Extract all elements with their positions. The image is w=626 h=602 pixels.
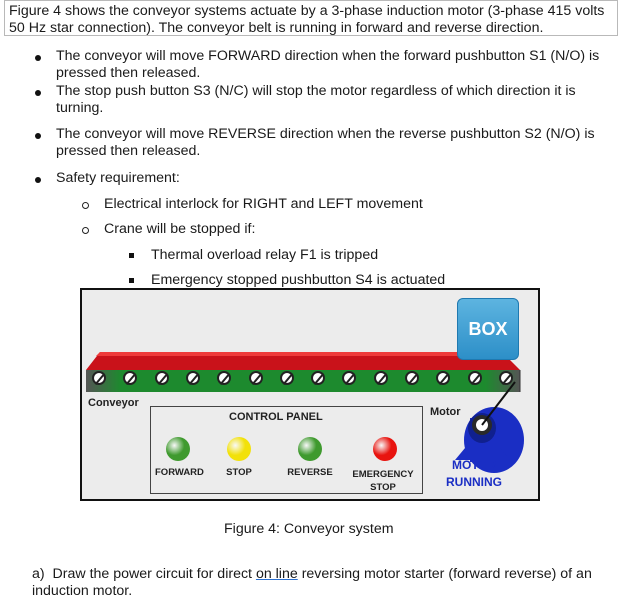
motor-status-line2: RUNNING bbox=[446, 475, 502, 489]
lamp-stop bbox=[227, 437, 251, 461]
lamp-emergency bbox=[373, 437, 397, 461]
roller bbox=[498, 371, 513, 386]
lamp-emergency-label-2: STOP bbox=[370, 482, 396, 493]
motor-icon bbox=[455, 381, 524, 473]
figure-caption: Figure 4: Conveyor system bbox=[224, 521, 394, 537]
motor-label: Motor bbox=[430, 406, 461, 418]
lamp-emergency-label-1: EMERGENCY bbox=[352, 469, 414, 480]
bullet-forward: The conveyor will move FORWARD direction… bbox=[56, 48, 600, 81]
roller bbox=[217, 371, 232, 386]
question-text-end: reversing motor starter (forward reverse… bbox=[32, 566, 592, 599]
question-text-start: Draw the power circuit for direct bbox=[52, 566, 256, 582]
control-panel-title: CONTROL PANEL bbox=[229, 411, 323, 423]
conveyor-label: Conveyor bbox=[88, 397, 139, 409]
bullet-square bbox=[129, 278, 134, 283]
roller bbox=[436, 371, 451, 386]
sub-sub-bullet-overload: Thermal overload relay F1 is tripped bbox=[151, 247, 379, 263]
intro-paragraph: Figure 4 shows the conveyor systems actu… bbox=[4, 0, 618, 36]
sub-bullet-crane-stop: Crane will be stopped if: bbox=[104, 221, 256, 237]
conveyor-figure: BOX Conveyor Motor MOTOR RUNNING CONTROL… bbox=[80, 288, 540, 501]
roller bbox=[123, 371, 138, 386]
belt-top-face bbox=[86, 352, 520, 370]
bullet-safety: Safety requirement: bbox=[56, 170, 180, 186]
roller bbox=[248, 371, 263, 386]
sub-sub-bullet-emergency: Emergency stopped pushbutton S4 is actua… bbox=[151, 272, 446, 288]
lamp-reverse bbox=[298, 437, 322, 461]
bullet-dot bbox=[35, 90, 41, 96]
control-panel: CONTROL PANEL FORWARD STOP REVERSE EMERG… bbox=[150, 406, 423, 494]
roller bbox=[373, 371, 388, 386]
bullet-reverse: The conveyor will move REVERSE direction… bbox=[56, 126, 595, 159]
roller bbox=[92, 371, 106, 386]
bullet-circle bbox=[82, 202, 89, 209]
bullet-circle bbox=[82, 227, 89, 234]
bullet-dot bbox=[35, 133, 41, 139]
bullet-stop: The stop push button S3 (N/C) will stop … bbox=[56, 83, 576, 116]
roller bbox=[279, 371, 294, 386]
lamp-forward-label: FORWARD bbox=[155, 467, 204, 478]
motor-status-line1: MOTOR bbox=[452, 458, 497, 472]
lamp-forward bbox=[166, 437, 190, 461]
question-a: a) Draw the power circuit for direct on … bbox=[32, 566, 616, 599]
bullet-dot bbox=[35, 55, 41, 61]
lamp-stop-label: STOP bbox=[226, 467, 252, 478]
roller bbox=[405, 371, 419, 386]
lamp-reverse-label: REVERSE bbox=[287, 467, 333, 478]
box-label: BOX bbox=[457, 298, 519, 360]
roller bbox=[467, 371, 482, 386]
roller bbox=[311, 371, 326, 386]
bullet-dot bbox=[35, 177, 41, 183]
roller bbox=[154, 371, 169, 386]
sub-bullet-interlock: Electrical interlock for RIGHT and LEFT … bbox=[104, 196, 423, 212]
roller bbox=[342, 371, 357, 386]
bullet-square bbox=[129, 253, 134, 258]
roller bbox=[185, 371, 200, 386]
question-underlined-term: on line bbox=[255, 566, 298, 582]
question-prefix: a) bbox=[32, 566, 45, 582]
